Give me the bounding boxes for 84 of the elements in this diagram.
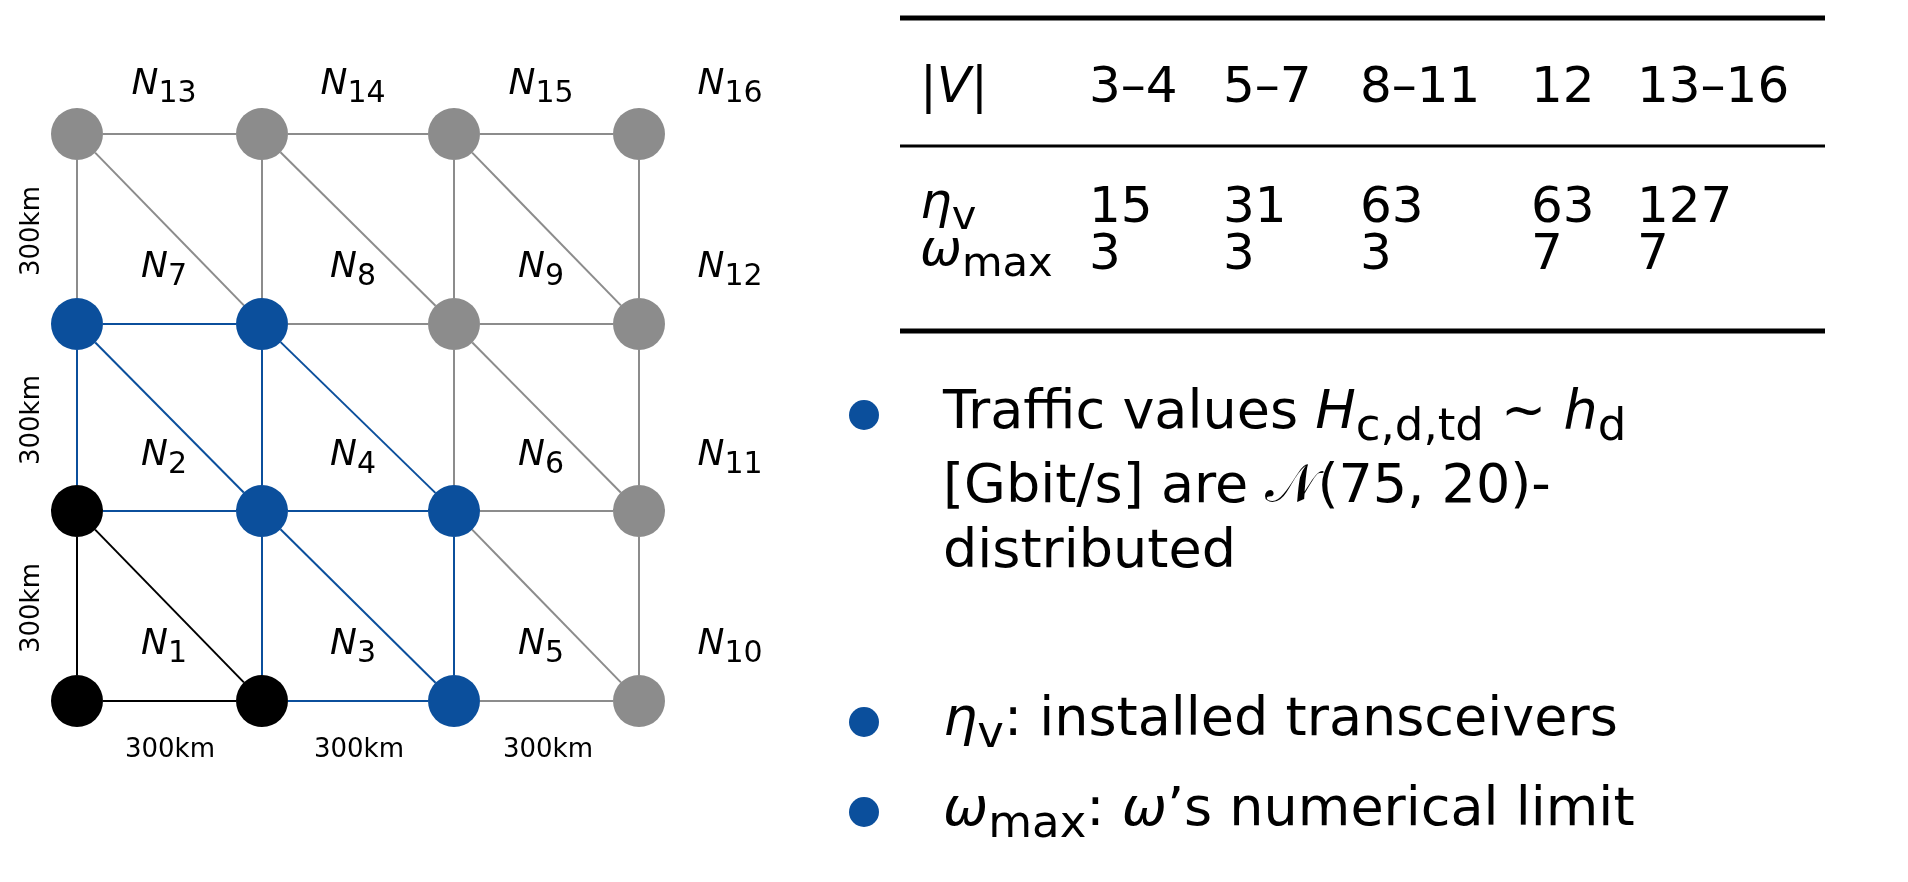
link-line bbox=[479, 323, 614, 325]
network-node bbox=[236, 675, 288, 727]
network-node bbox=[51, 675, 103, 727]
network-node bbox=[51, 298, 103, 350]
link-line bbox=[94, 151, 245, 307]
region-label: N$_{12}$ bbox=[697, 243, 763, 293]
distance-label: 300km bbox=[15, 375, 45, 465]
link-line bbox=[76, 349, 78, 486]
link-line bbox=[76, 159, 78, 299]
link-line bbox=[638, 536, 640, 676]
network-node bbox=[428, 675, 480, 727]
table-cell: 3–4 bbox=[1089, 56, 1178, 114]
link-line bbox=[279, 528, 437, 684]
network-node bbox=[613, 485, 665, 537]
link-line bbox=[102, 700, 237, 702]
link-line bbox=[479, 510, 614, 512]
region-label: N$_{5}$ bbox=[518, 620, 564, 670]
network-node bbox=[613, 108, 665, 160]
link-line bbox=[471, 151, 622, 307]
link-line bbox=[94, 528, 245, 684]
region-label: N$_{13}$ bbox=[131, 60, 197, 110]
region-label: N$_{3}$ bbox=[330, 620, 376, 670]
distance-label: 300km bbox=[503, 733, 593, 763]
link-line bbox=[287, 700, 429, 702]
link-line bbox=[479, 700, 614, 702]
table-cell: 3 bbox=[1089, 223, 1121, 281]
table-cell: 3 bbox=[1223, 223, 1255, 281]
link-line bbox=[102, 133, 237, 135]
region-label: N$_{15}$ bbox=[508, 60, 574, 110]
region-label: N$_{4}$ bbox=[330, 431, 376, 481]
link-line bbox=[94, 341, 245, 494]
region-label: N$_{16}$ bbox=[697, 60, 763, 110]
distance-label: 300km bbox=[15, 563, 45, 653]
table-cell: 5–7 bbox=[1223, 56, 1312, 114]
region-label: N$_{11}$ bbox=[697, 431, 763, 481]
table-cell: 12 bbox=[1531, 56, 1595, 114]
table-cell: |V| bbox=[920, 56, 988, 114]
network-node bbox=[51, 108, 103, 160]
distance-label: 300km bbox=[314, 733, 404, 763]
link-line bbox=[453, 159, 455, 299]
table-cell: 13–16 bbox=[1637, 56, 1790, 114]
link-line bbox=[261, 159, 263, 299]
table-cell: η$_{v}$ bbox=[920, 171, 977, 239]
network-node bbox=[428, 485, 480, 537]
network-node bbox=[613, 298, 665, 350]
distance-label: 300km bbox=[15, 186, 45, 276]
link-line bbox=[638, 159, 640, 299]
link-line bbox=[471, 341, 622, 494]
link-line bbox=[261, 349, 263, 486]
table-cell: 3 bbox=[1360, 223, 1392, 281]
link-line bbox=[261, 536, 263, 676]
network-node bbox=[428, 298, 480, 350]
region-label: N$_{6}$ bbox=[518, 431, 564, 481]
table-cell: 8–11 bbox=[1360, 56, 1481, 114]
link-line bbox=[102, 510, 237, 512]
link-line bbox=[279, 341, 437, 494]
link-line bbox=[76, 536, 78, 676]
region-label: N$_{14}$ bbox=[320, 60, 386, 110]
network-node bbox=[236, 485, 288, 537]
distance-label: 300km bbox=[125, 733, 215, 763]
link-line bbox=[471, 528, 622, 684]
link-line bbox=[287, 133, 429, 135]
link-line bbox=[453, 349, 455, 486]
region-label: N$_{2}$ bbox=[141, 431, 187, 481]
link-line bbox=[479, 133, 614, 135]
network-node bbox=[236, 298, 288, 350]
link-line bbox=[638, 349, 640, 486]
region-label: N$_{8}$ bbox=[330, 243, 376, 293]
bullet-text: η$_{v}$: installed transceivers bbox=[943, 685, 1619, 759]
region-label: N$_{1}$ bbox=[141, 620, 187, 670]
link-line bbox=[102, 323, 237, 325]
network-node bbox=[51, 485, 103, 537]
link-line bbox=[287, 510, 429, 512]
region-label: N$_{9}$ bbox=[518, 243, 564, 293]
region-label: N$_{7}$ bbox=[141, 243, 187, 293]
bullet-text: ω$_{max}$: ω’s numerical limit bbox=[943, 775, 1636, 849]
link-line bbox=[287, 323, 429, 325]
network-node bbox=[428, 108, 480, 160]
link-line bbox=[453, 536, 455, 676]
network-node bbox=[236, 108, 288, 160]
bullet-text: Traffic values H$_{c,d,td}$ ∼ h$_{d}$ [Gbit/s] are 𝒩(75, 20)-distributed bbox=[943, 378, 1628, 582]
network-node bbox=[613, 675, 665, 727]
region-label: N$_{10}$ bbox=[697, 620, 763, 670]
link-line bbox=[279, 151, 437, 307]
